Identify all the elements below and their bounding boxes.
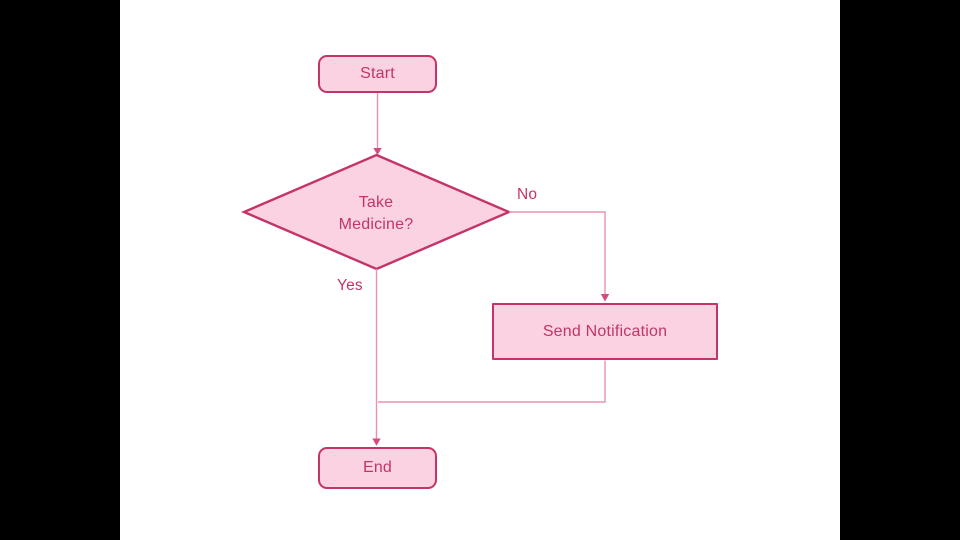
edge-label-no: No: [517, 186, 538, 203]
letterbox-left: [0, 0, 120, 540]
start-label: Start: [360, 65, 395, 82]
letterbox-right: [840, 0, 960, 540]
edge-label-yes: Yes: [337, 277, 363, 294]
flowchart-node-end: End: [318, 447, 437, 489]
send-notification-label: Send Notification: [542, 322, 668, 340]
flowchart-node-decision-label: Take Medicine?: [296, 192, 456, 236]
flowchart-node-send-notification: Send Notification: [492, 303, 718, 360]
end-label: End: [362, 459, 393, 476]
decision-label-line2: Medicine?: [338, 216, 414, 233]
flowchart-node-start: Start: [318, 55, 437, 93]
slide: [120, 0, 840, 540]
decision-label-line1: Take: [358, 194, 394, 211]
